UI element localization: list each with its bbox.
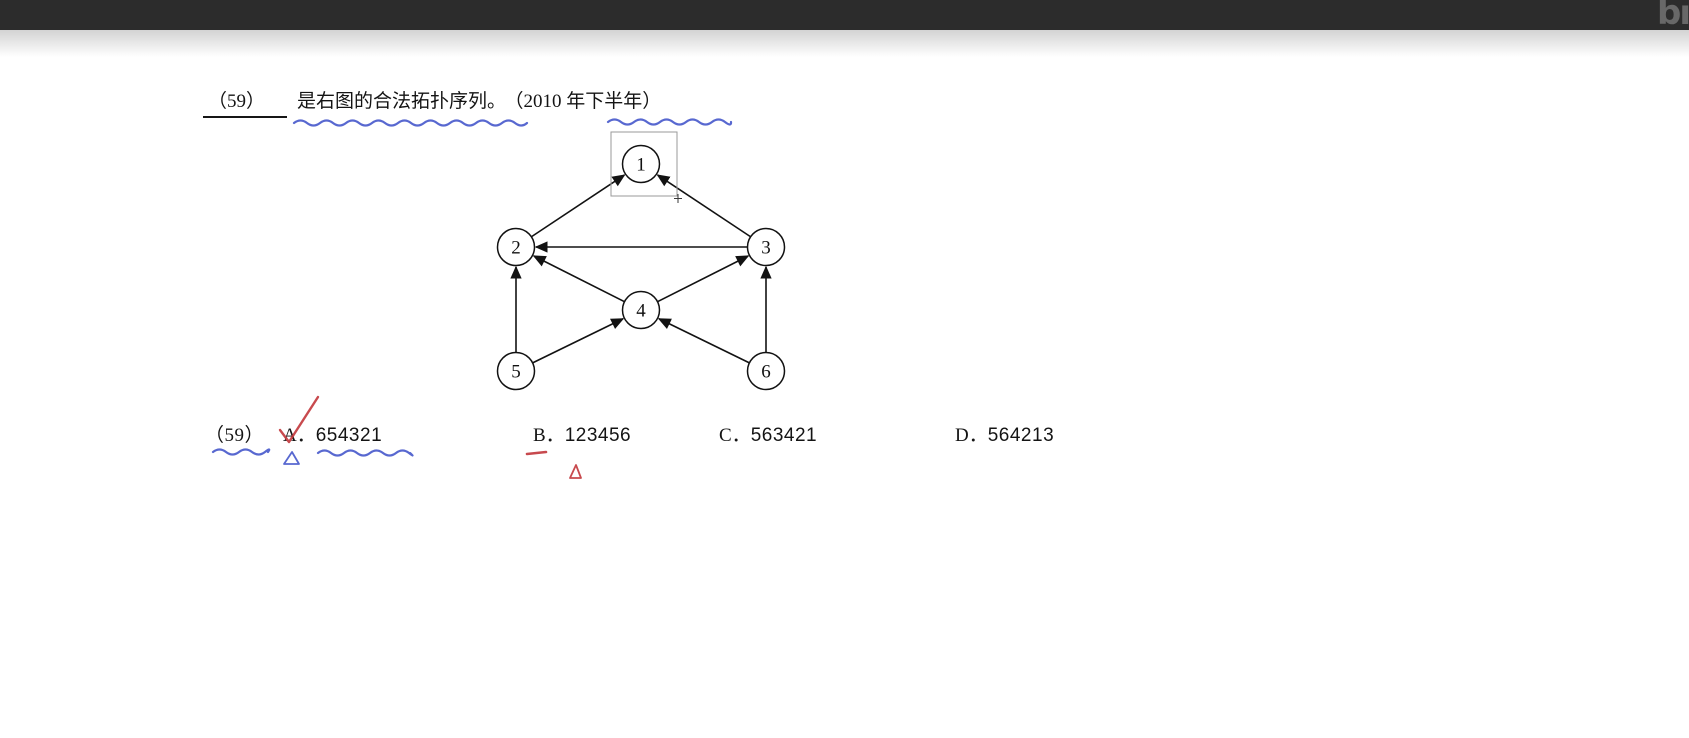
question-line: （59） 是右图的合法拓扑序列。 （2010 年下半年） xyxy=(203,86,661,118)
top-dark-bar: bı xyxy=(0,0,1689,30)
graph-node-3 xyxy=(746,227,786,267)
graph-edge-5-to-4 xyxy=(532,318,625,364)
graph-node-label-2: 2 xyxy=(511,238,521,259)
option-a-label: A． xyxy=(283,425,316,446)
graph-node-label-3: 3 xyxy=(761,238,771,259)
graph-edge-4-to-2 xyxy=(532,255,625,303)
ink-wavy-underline-1 xyxy=(292,119,529,127)
option-b-label: B． xyxy=(533,425,565,446)
graph-edge-4-to-3 xyxy=(657,255,750,303)
options-question-number: （59） xyxy=(205,425,265,446)
option-a-value: 654321 xyxy=(315,425,383,446)
graph-node-label-1: 1 xyxy=(636,155,646,176)
graph-edge-2-to-1 xyxy=(530,174,626,238)
graph-node-1 xyxy=(621,144,661,184)
graph-node-2 xyxy=(496,227,536,267)
option-d-value: 564213 xyxy=(987,425,1055,446)
answer-options-row: （59） A．654321 B．123456 C．563421 D．564213 xyxy=(0,420,1689,454)
topbar-fade-gradient xyxy=(0,30,1689,57)
option-c-value: 563421 xyxy=(750,425,818,446)
ink-wavy-underline-2 xyxy=(606,118,733,126)
option-d-label: D． xyxy=(955,425,988,446)
option-c-label: C． xyxy=(719,425,751,446)
option-b: B．123456 xyxy=(533,420,631,447)
question-source: （2010 年下半年） xyxy=(514,91,662,112)
ink-red-triangle xyxy=(569,464,582,479)
graph-edge-3-to-1 xyxy=(656,174,752,238)
option-d: D．564213 xyxy=(955,420,1054,447)
graph-node-label-5: 5 xyxy=(511,362,521,383)
watermark-logo-icon: bı xyxy=(1657,0,1689,30)
question-text: 是右图的合法拓扑序列。 xyxy=(297,91,507,112)
option-c: C．563421 xyxy=(719,420,817,447)
node-selection-box xyxy=(610,131,678,197)
graph-node-label-6: 6 xyxy=(761,362,771,383)
option-a: A．654321 xyxy=(283,420,382,447)
graph-node-label-4: 4 xyxy=(636,301,646,322)
graph-edge-6-to-4 xyxy=(657,318,750,364)
graph-node-4 xyxy=(621,290,661,330)
graph-node-5 xyxy=(496,351,536,391)
question-number-blank: （59） xyxy=(203,86,288,118)
selection-handle-cross-icon xyxy=(674,194,682,203)
graph-node-6 xyxy=(746,351,786,391)
option-b-value: 123456 xyxy=(564,425,632,446)
